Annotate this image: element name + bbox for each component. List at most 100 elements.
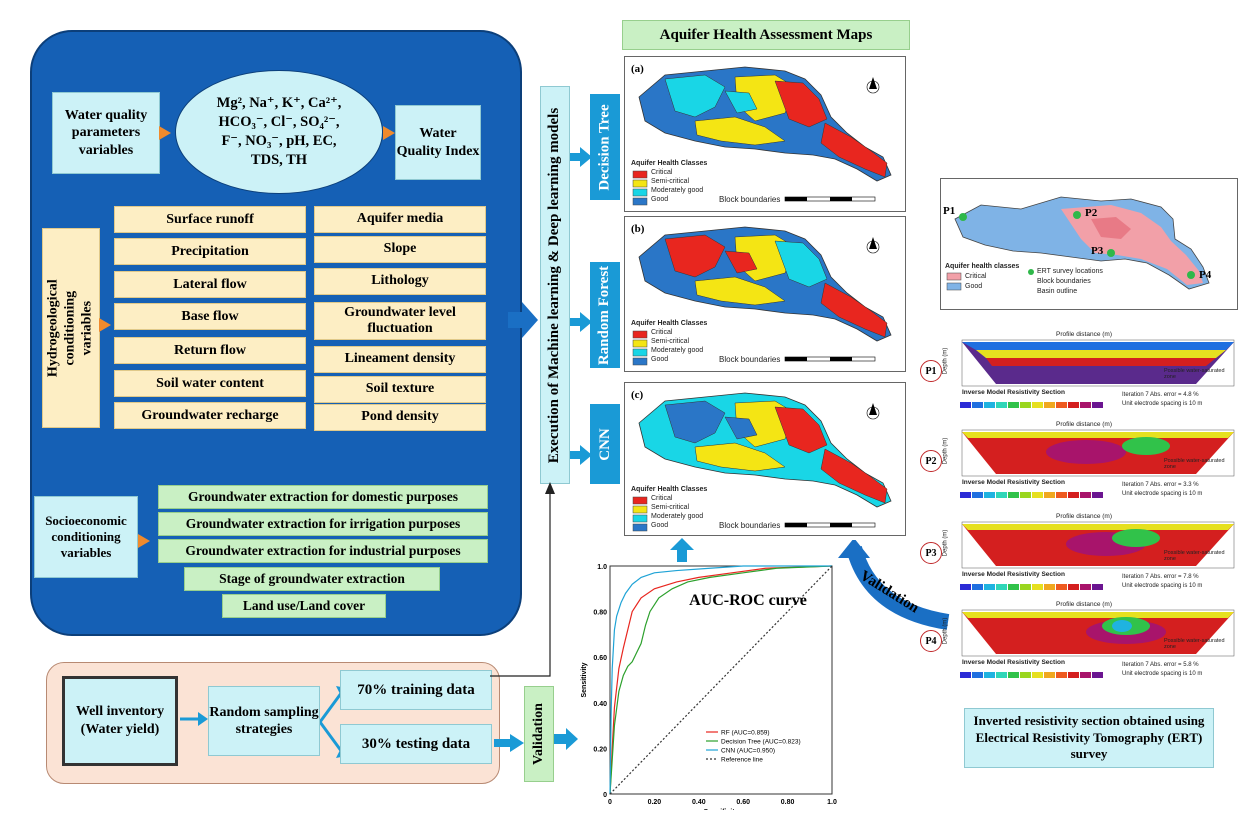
params-line: HCO₃⁻, Cl⁻, SO₄²⁻,: [218, 114, 340, 131]
ert-map-legend-critical: Critical: [965, 273, 987, 280]
roc-legend-entry: RF (AUC=0.859): [721, 730, 770, 737]
arrow-right-icon: [180, 712, 208, 726]
model-cnn: CNN: [590, 404, 620, 484]
arrow-right-icon: [570, 445, 592, 465]
hydro-right-item: Slope: [314, 236, 486, 263]
hydro-right-item: Aquifer media: [314, 206, 486, 233]
params-line: F⁻, NO₃⁻, pH, EC,: [221, 133, 337, 149]
ert-spacing: Unit electrode spacing is 10 m: [1122, 491, 1203, 497]
socio-item: Groundwater extraction for industrial pu…: [158, 539, 488, 563]
hydro-left-item: Return flow: [114, 337, 306, 364]
map-legend-class: Good: [651, 356, 669, 363]
roc-series-line: [609, 565, 833, 795]
ert-profile-id: P2: [920, 450, 942, 472]
water-quality-index: Water Quality Index: [395, 105, 481, 180]
roc-y-tick: 0.20: [593, 746, 607, 753]
ert-depth-label: Depth (m): [942, 529, 949, 557]
arrow-right-icon: [159, 126, 171, 140]
arrow-right-icon: [554, 728, 578, 750]
roc-x-tick: 1.0: [827, 799, 837, 806]
ert-iteration: Iteration 7 Abs. error = 5.8 %: [1122, 662, 1199, 668]
hydro-right-item: Groundwater level fluctuation: [314, 302, 486, 340]
ert-map-legend-ert: ERT survey locations: [1037, 268, 1103, 275]
ert-depth-label: Depth (m): [942, 617, 949, 645]
map-legend-class: Critical: [651, 169, 673, 176]
maps-title: Aquifer Health Assessment Maps: [622, 20, 910, 50]
map-legend-title: Aquifer Health Classes: [631, 320, 708, 327]
map-legend-title: Aquifer Health Classes: [631, 486, 708, 493]
roc-y-label: Sensitivity: [581, 662, 588, 697]
ert-spacing: Unit electrode spacing is 10 m: [1122, 671, 1203, 677]
arrow-right-icon: [494, 734, 524, 752]
ert-zone-label: Possible water-saturated zone: [1164, 638, 1225, 651]
ert-profile-distance: Profile distance (m): [1056, 513, 1112, 520]
roc-y-tick: 0.80: [593, 610, 607, 617]
ert-section-title: Inverse Model Resistivity Section: [962, 389, 1065, 396]
ert-iteration: Iteration 7 Abs. error = 4.8 %: [1122, 392, 1199, 398]
hydro-left-item: Base flow: [114, 303, 306, 330]
ert-profile-id: P3: [920, 542, 942, 564]
arrow-right-icon: [383, 126, 395, 140]
map-legend-class: Moderately good: [651, 187, 704, 194]
ert-zone-label: Possible water-saturated zone: [1164, 550, 1225, 563]
training-connector: [490, 482, 555, 677]
ert-iteration: Iteration 7 Abs. error = 3.3 %: [1122, 482, 1199, 488]
map-legend-class: Moderately good: [651, 347, 704, 354]
hydro-left-item: Groundwater recharge: [114, 402, 306, 429]
roc-x-label: Specificity: [703, 809, 738, 810]
socio-item: Stage of groundwater extraction: [184, 567, 440, 591]
model-decision-tree: Decision Tree: [590, 94, 620, 200]
ert-point-p4: P4: [1199, 269, 1212, 281]
arrow-right-icon: [138, 534, 150, 548]
ert-section: Profile distance (m)Depth (m)Inverse Mod…: [942, 601, 1238, 688]
socio-item: Groundwater extraction for domestic purp…: [158, 485, 488, 509]
socio-item: Groundwater extraction for irrigation pu…: [158, 512, 488, 536]
arrow-right-icon: [99, 318, 111, 332]
socio-item: Land use/Land cover: [222, 594, 386, 618]
map-tag: (c): [631, 389, 644, 401]
ert-section-title: Inverse Model Resistivity Section: [962, 571, 1065, 578]
arrow-right-icon: [508, 302, 538, 338]
ert-spacing: Unit electrode spacing is 10 m: [1122, 401, 1203, 407]
ert-spacing: Unit electrode spacing is 10 m: [1122, 583, 1203, 589]
map-tag: (b): [631, 223, 645, 235]
roc-series-line: [609, 565, 833, 795]
aquifer-map-graphic: [632, 226, 892, 366]
map-legend-blocks: Block boundaries: [719, 521, 781, 530]
roc-legend-entry: CNN (AUC=0.950): [721, 748, 775, 755]
ert-section-graphic: [960, 521, 1235, 590]
ert-profile-id: P1: [920, 360, 942, 382]
water-quality-label: Water quality parameters variables: [52, 92, 160, 174]
map-legend-class: Critical: [651, 495, 673, 502]
ert-section-graphic: [960, 609, 1235, 678]
roc-legend-entry: Reference line: [721, 757, 763, 764]
roc-x-tick: 0.80: [781, 799, 795, 806]
roc-y-tick: 1.0: [597, 564, 607, 571]
ert-location-map: P1 P2 P3 P4 Aquifer health classes Criti…: [940, 178, 1238, 310]
ert-point-p2: P2: [1085, 207, 1098, 219]
roc-x-tick: 0.60: [736, 799, 750, 806]
map-legend-blocks: Block boundaries: [719, 195, 781, 204]
socio-label: Socioeconomic conditioning variables: [34, 496, 138, 578]
hydro-right-item: Lineament density: [314, 346, 486, 373]
ert-section-graphic: [960, 339, 1235, 408]
roc-x-tick: 0: [608, 799, 612, 806]
water-quality-parameters: Mg², Na⁺, K⁺, Ca²⁺, HCO₃⁻, Cl⁻, SO₄²⁻, F…: [175, 70, 383, 194]
ert-depth-label: Depth (m): [942, 347, 949, 375]
well-inventory: Well inventory (Water yield): [62, 676, 178, 766]
ert-section: Profile distance (m)Depth (m)Inverse Mod…: [942, 331, 1238, 418]
hydro-label: Hydrogeological conditioning variables: [42, 228, 100, 428]
aquifer-map-graphic: [632, 392, 892, 532]
ert-map-legend-title: Aquifer health classes: [945, 263, 1020, 270]
ert-depth-label: Depth (m): [942, 437, 949, 465]
map-legend-class: Critical: [651, 329, 673, 336]
ert-map-legend-basin: Basin outline: [1037, 288, 1078, 295]
ert-section-graphic: [960, 429, 1235, 498]
ert-profile-distance: Profile distance (m): [1056, 601, 1112, 608]
arrow-up-icon: [670, 538, 694, 562]
roc-y-tick: 0.60: [593, 655, 607, 662]
